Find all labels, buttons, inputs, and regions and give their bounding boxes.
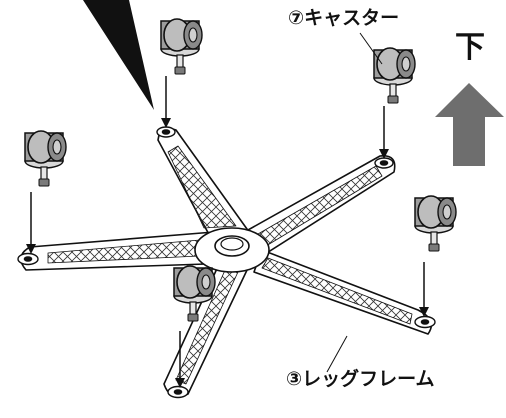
insertion-arrows [26, 76, 429, 388]
direction-label: 下 [455, 30, 485, 65]
caster-leader-line [359, 32, 383, 65]
down-arrow-icon [435, 83, 504, 166]
caster-top [160, 18, 203, 75]
caster-right [373, 47, 416, 104]
pointer-wedge [83, 0, 154, 110]
caster-far-right [414, 195, 457, 252]
caster-label: ⑦キャスター [288, 7, 400, 29]
caster-left [24, 130, 67, 187]
leg-leader-line [326, 335, 348, 373]
leg-frame [17, 126, 436, 399]
leg-frame-label: ③レッグフレーム [286, 368, 435, 390]
